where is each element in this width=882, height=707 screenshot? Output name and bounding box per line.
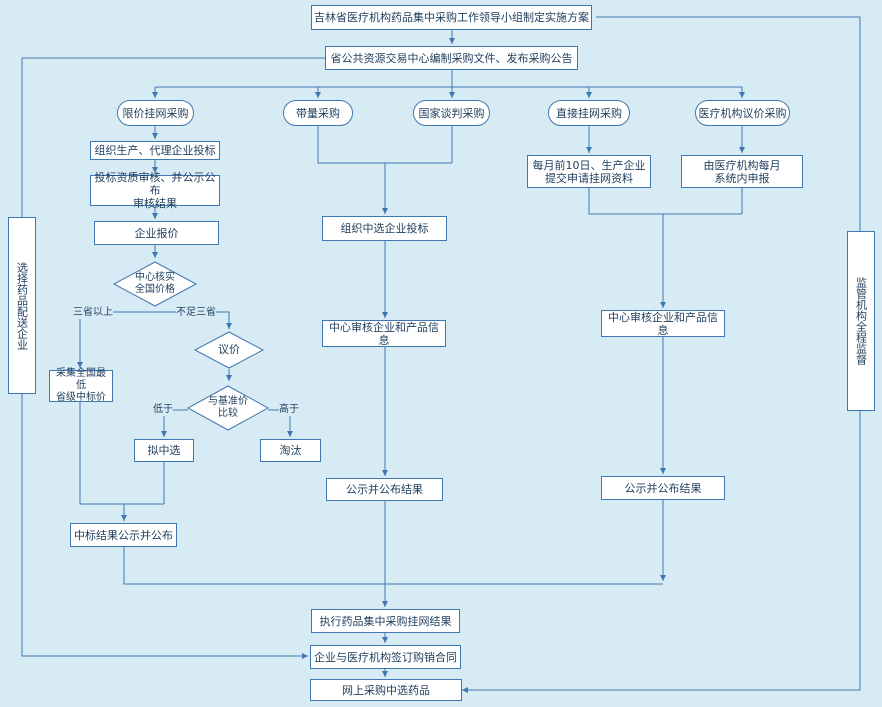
- decision-negotiate: [193, 331, 265, 369]
- inst-negotiate-node: 医疗机构议价采购: [695, 100, 790, 126]
- top-plan-node: 吉林省医疗机构药品集中采购工作领导小组制定实施方案: [311, 5, 592, 30]
- org-selected-bid-node: 组织中选企业投标: [322, 216, 447, 241]
- eliminate-node: 淘汰: [260, 439, 321, 462]
- lowest-price-node: 采集全国最低 省级中标价: [49, 368, 113, 403]
- win-publish-node: 中标结果公示并公布: [70, 523, 177, 547]
- decision-compare-base: [186, 385, 270, 431]
- center-review-right-node: 中心审核企业和产品信息: [601, 310, 725, 337]
- edge-label-higher: 高于: [279, 404, 299, 416]
- direct-listing-node: 直接挂网采购: [548, 100, 630, 126]
- organize-bid-node: 组织生产、代理企业投标: [90, 141, 220, 160]
- qualification-review-node: 投标资质审核、并公示公布 审核结果: [90, 171, 220, 210]
- edge-label-lower: 低于: [153, 404, 173, 416]
- inst-monthly-node: 由医疗机构每月 系统内申报: [681, 155, 803, 188]
- select-distributor-node: 选择药品配送企业: [8, 217, 36, 394]
- supervise-node: 监管机构全程监督: [847, 231, 875, 411]
- negotiate-label: 议价: [218, 343, 240, 356]
- with-volume-node: 带量采购: [283, 100, 353, 126]
- national-nego-node: 国家谈判采购: [413, 100, 490, 126]
- proposed-win-node: 拟中选: [134, 439, 194, 462]
- center-verify-label: 中心核实 全国价格: [135, 272, 175, 295]
- quote-node: 企业报价: [94, 221, 219, 245]
- publish-right-node: 公示并公布结果: [601, 476, 725, 500]
- compile-docs-node: 省公共资源交易中心编制采购文件、发布采购公告: [325, 46, 578, 70]
- center-review-mid-node: 中心审核企业和产品信息: [322, 320, 446, 347]
- compare-base-label: 与基准价 比较: [208, 396, 248, 419]
- edge-label-under-three: 不足三省: [176, 307, 216, 319]
- limit-price-node: 限价挂网采购: [117, 100, 194, 126]
- execute-node: 执行药品集中采购挂网结果: [311, 609, 460, 633]
- sign-contract-node: 企业与医疗机构签订购销合同: [310, 645, 461, 669]
- online-purchase-node: 网上采购中选药品: [310, 679, 462, 701]
- edge-label-three-plus: 三省以上: [73, 307, 113, 319]
- monthly-submit-node: 每月前10日、生产企业 提交申请挂网资料: [527, 155, 651, 188]
- publish-mid-node: 公示并公布结果: [326, 478, 443, 501]
- decision-center-verify: [112, 261, 198, 307]
